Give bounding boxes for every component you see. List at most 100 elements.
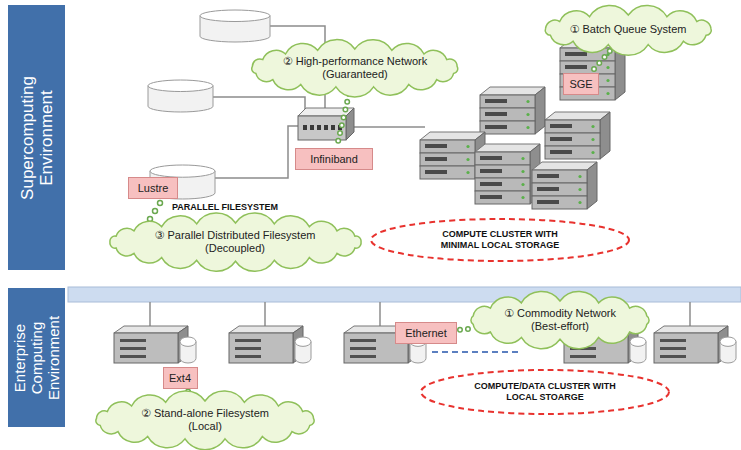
node-text: ② Stand-alone Filesystem (Local)	[135, 407, 275, 433]
rack-unit	[545, 133, 600, 146]
server-slot	[120, 339, 146, 342]
cloud-shape	[252, 40, 458, 97]
rack-slot	[537, 187, 559, 191]
switch-port	[331, 125, 335, 130]
wire	[215, 126, 298, 178]
text-block: COMPUTE/DATA CLUSTER WITH LOCAL STOARGE	[465, 381, 625, 403]
node-text: Ethernet	[405, 327, 447, 339]
switch-port	[317, 125, 321, 130]
network-switch	[298, 108, 354, 140]
server-slot	[350, 339, 376, 342]
environment-band: Enterprise Computing Environment	[8, 288, 65, 427]
rack-unit	[480, 121, 535, 134]
technology-tag: Ext4	[163, 367, 198, 389]
rack-led	[591, 125, 594, 128]
disk-top	[295, 337, 311, 346]
cluster-ellipse: COMPUTE/DATA CLUSTER WITH LOCAL STOARGE	[420, 369, 670, 415]
disk-icon	[148, 80, 213, 112]
switch-port	[310, 125, 314, 130]
node-text: ① Commodity Network (Best-effort)	[503, 307, 618, 333]
server-slot	[235, 339, 261, 342]
switch-port	[303, 125, 307, 130]
dot-core	[337, 94, 349, 145]
disk-top	[720, 337, 736, 346]
rack-led	[591, 138, 594, 141]
network-wires	[150, 26, 690, 326]
rack-slot	[565, 52, 587, 56]
server-box	[654, 326, 728, 363]
text-block: COMPUTE CLUSTER WITH MINIMAL LOCAL STORA…	[433, 229, 568, 251]
environment-band: Supercomputing Environment	[8, 5, 65, 270]
server-slot	[660, 339, 686, 342]
rack-top	[545, 112, 610, 120]
rack-slot	[550, 137, 572, 141]
rack-slot	[480, 156, 502, 160]
rack-top	[532, 162, 597, 170]
server-box	[229, 326, 303, 363]
cloud-shape	[109, 213, 360, 271]
technology-tag: Lustre	[128, 177, 178, 199]
switch-front	[298, 116, 346, 140]
node-text: Supercomputing Environment	[17, 53, 55, 223]
disk-top	[180, 337, 196, 346]
text-block: SGE	[569, 78, 592, 90]
server-rack	[545, 112, 610, 159]
dashed-ellipse	[421, 370, 669, 414]
callout-cloud: ② Stand-alone Filesystem (Local)	[90, 395, 320, 445]
dot-core	[593, 51, 610, 71]
text-block: ① Batch Queue System	[566, 23, 691, 36]
technology-tag: Ethernet	[395, 322, 457, 344]
text-block: ① Commodity Network (Best-effort)	[503, 307, 618, 333]
wire	[352, 126, 425, 128]
rack-unit	[480, 108, 535, 121]
server-slot	[120, 347, 146, 350]
disk-top	[200, 10, 270, 22]
server-slot	[660, 355, 686, 358]
rack-led	[521, 183, 524, 186]
rack-unit	[545, 120, 600, 133]
rack-top	[475, 144, 540, 152]
rack-slot	[425, 157, 447, 161]
server-slot	[350, 355, 376, 358]
rack-led	[466, 158, 469, 161]
node-text: ① Batch Queue System	[566, 23, 691, 36]
rack-slot	[485, 99, 507, 103]
rack-slot	[425, 170, 447, 174]
switch-port	[324, 125, 328, 130]
leader-dots	[148, 201, 163, 222]
wire	[379, 302, 381, 326]
rack-slot	[550, 124, 572, 128]
rack-led	[466, 145, 469, 148]
dashed-ellipse	[371, 219, 629, 261]
dot-ring	[460, 329, 470, 330]
cloud-shape	[471, 291, 649, 348]
text-block: Ethernet	[405, 327, 447, 339]
rack-led	[606, 66, 609, 69]
server-slot	[235, 355, 261, 358]
node-text: Enterprise Computing Environment	[11, 293, 61, 423]
text-block: ② Stand-alone Filesystem (Local)	[135, 407, 275, 433]
server-top	[654, 326, 728, 333]
rack-slot	[485, 125, 507, 129]
cluster-ellipse: COMPUTE CLUSTER WITH MINIMAL LOCAL STORA…	[370, 218, 630, 262]
server-front	[229, 333, 293, 363]
rack-unit	[475, 191, 530, 204]
rack-unit	[475, 165, 530, 178]
rack-top	[480, 87, 545, 95]
rack-unit	[420, 140, 475, 153]
rack-unit	[532, 183, 587, 196]
wire	[149, 302, 151, 326]
text-block: ② High-performance Network (Guaranteed)	[278, 55, 433, 81]
server-top	[114, 326, 188, 333]
rack-unit	[480, 95, 535, 108]
server-slot	[660, 347, 686, 350]
dashed-continuation	[432, 351, 520, 353]
server-slot	[350, 347, 376, 350]
technology-tag: Infiniband	[295, 148, 373, 170]
rack-unit	[475, 152, 530, 165]
switch-side	[346, 108, 354, 140]
disk-top	[150, 165, 215, 177]
node-text: COMPUTE/DATA CLUSTER WITH LOCAL STOARGE	[465, 381, 625, 403]
rack-led	[526, 100, 529, 103]
technology-tag: SGE	[563, 73, 598, 95]
